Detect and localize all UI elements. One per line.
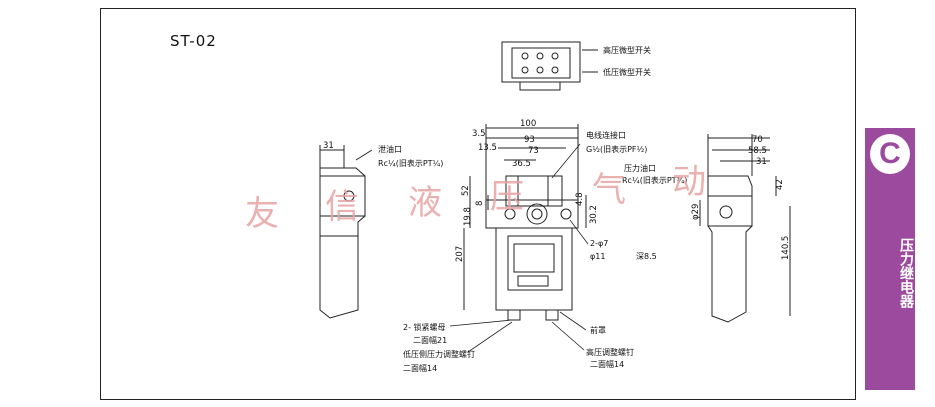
label-pressure-port: 压力油口 (624, 163, 656, 173)
dim-r42: 42 (775, 179, 785, 190)
leader-lines (449, 143, 589, 353)
right-side-view (699, 134, 791, 323)
dim-207: 207 (455, 246, 465, 262)
dim-8: 8 (475, 201, 485, 206)
watermark: 友 信 液 压 气 动 (245, 162, 706, 234)
label-wire-port: 电线连接口 (586, 130, 626, 140)
dim-93: 93 (524, 135, 535, 145)
label-depth: 深8.5 (636, 252, 657, 261)
section-tab: C 压力继电器 (865, 128, 915, 390)
dim-3-5: 3.5 (472, 129, 486, 139)
section-title: 压力继电器 (865, 238, 915, 308)
section-letter-badge: C (870, 134, 910, 174)
label-drain: 泄油口 (378, 144, 402, 154)
dim-73: 73 (528, 146, 539, 156)
dim-left-31: 31 (323, 141, 334, 151)
watermark-char: 气 (592, 170, 626, 210)
left-side-view (319, 145, 373, 319)
drawing-frame (100, 8, 856, 400)
label-pressure-thread: Rc¼(旧表示PT¼) (622, 175, 687, 185)
dim-19-8: 19.8 (463, 207, 473, 226)
section-letter: C (879, 137, 901, 170)
label-high-screw-width: 二面幅14 (590, 359, 624, 369)
label-drain-thread: Rc¼(旧表示PT¼) (378, 158, 443, 168)
section-title-text: 压力继电器 (898, 238, 914, 308)
label-counterbore: φ11 (590, 252, 605, 261)
dim-r70: 70 (752, 135, 763, 145)
watermark-char: 友 (245, 194, 279, 234)
dim-13-5: 13.5 (478, 143, 497, 153)
label-high-screw: 高压调整螺钉 (586, 347, 634, 357)
dim-4-8: 4.8 (575, 192, 585, 206)
watermark-char: 动 (672, 162, 706, 202)
dim-r58-5: 58.5 (748, 146, 767, 156)
dim-r140-5: 140.5 (781, 236, 791, 260)
label-low-screw-width: 二面幅14 (403, 363, 437, 373)
watermark-char: 信 (325, 187, 359, 227)
dim-30-2: 30.2 (589, 205, 599, 224)
watermark-char: 液 (408, 183, 442, 223)
label-low-screw: 低压侧压力调整螺钉 (403, 349, 475, 359)
dim-r31: 31 (756, 157, 767, 167)
label-lock-nut-width: 二面幅21 (413, 335, 447, 345)
label-wire-thread: G½(旧表示PF½) (586, 144, 647, 154)
watermark-char: 压 (490, 177, 524, 217)
label-holes: 2-φ7 (590, 239, 608, 248)
dim-r29: φ29 (691, 204, 701, 220)
model-name: ST-02 (170, 32, 217, 50)
label-high-switch: 高压微型开关 (603, 45, 651, 55)
label-low-switch: 低压微型开关 (603, 67, 651, 77)
front-view (463, 124, 587, 321)
switch-top-view (501, 41, 598, 91)
label-front-cover: 前罩 (590, 325, 606, 335)
dim-36-5: 36.5 (512, 159, 531, 169)
label-lock-nut: 2- 锁紧螺母 (403, 322, 446, 332)
dim-52: 52 (461, 185, 471, 196)
dim-100: 100 (520, 119, 536, 129)
